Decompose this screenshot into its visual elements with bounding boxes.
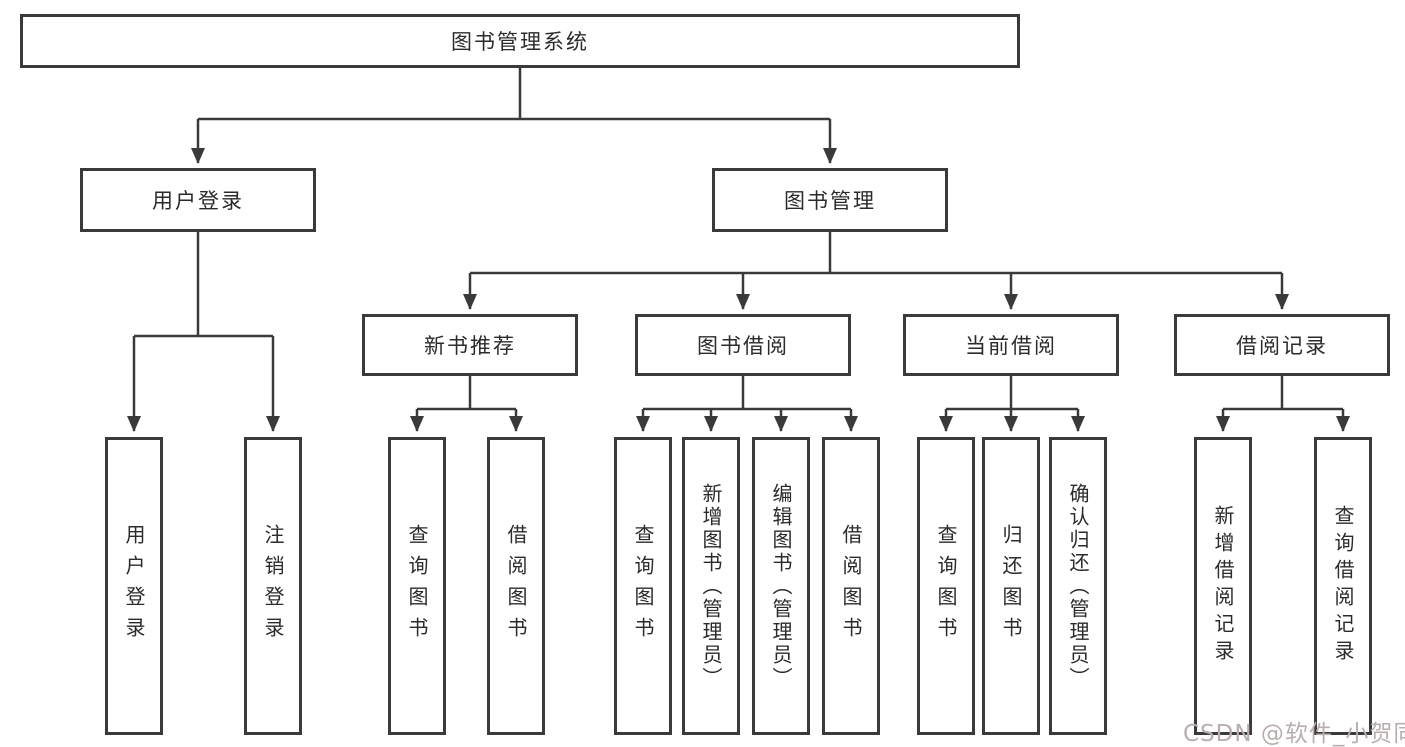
node-user-login: 用户登录 <box>80 168 316 232</box>
node-new-book-recommend: 新书推荐 <box>362 314 578 376</box>
leaf-query-borrow-record: 查询借阅记录 <box>1314 437 1372 735</box>
leaf-recommend-query-books: 查询图书 <box>388 437 446 735</box>
leaf-recommend-borrow-books: 借阅图书 <box>487 437 545 735</box>
leaf-add-borrow-record: 新增借阅记录 <box>1194 437 1252 735</box>
csdn-watermark: CSDN @软件_小贺同学 <box>1183 721 1405 747</box>
leaf-logout: 注销登录 <box>244 437 302 735</box>
leaf-add-books-admin: 新增图书（管理员） <box>682 437 740 735</box>
leaf-user-login: 用户登录 <box>105 437 163 735</box>
leaf-edit-books-admin: 编辑图书（管理员） <box>752 437 810 735</box>
node-current-borrow: 当前借阅 <box>903 314 1119 376</box>
node-library-system-root: 图书管理系统 <box>20 14 1020 68</box>
leaf-borrow-books: 借阅图书 <box>822 437 880 735</box>
leaf-current-query-books: 查询图书 <box>917 437 975 735</box>
leaf-confirm-return-admin: 确认归还（管理员） <box>1049 437 1107 735</box>
leaf-return-books: 归还图书 <box>982 437 1040 735</box>
node-book-borrow: 图书借阅 <box>635 314 851 376</box>
leaf-borrow-query-books: 查询图书 <box>614 437 672 735</box>
node-borrow-records: 借阅记录 <box>1174 314 1390 376</box>
node-book-management: 图书管理 <box>712 168 948 232</box>
